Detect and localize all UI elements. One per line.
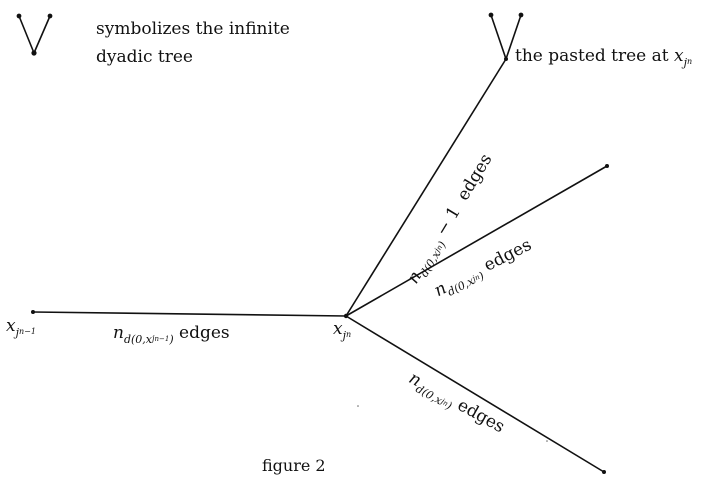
edge-middle [345,165,608,317]
edge-lower [345,315,605,473]
pasted-vertex-symbol: xjn [674,46,693,69]
vertex-middle-end [605,164,609,168]
figure-caption: figure 2 [262,456,326,475]
legend-line-1: symbolizes the infinite [96,19,290,39]
vertex-center-label: xjn [333,319,352,342]
dyadic-tree-symbol [16,13,53,56]
pasted-tree-label: the pasted tree at xjn [515,46,693,69]
speck [357,405,359,407]
speck [546,440,548,442]
vertex-lower-end [602,470,606,474]
edge-horizontal-label: nd(0,xjn−1) edges [113,323,230,346]
legend-line-2: dyadic tree [96,47,193,67]
edge-horizontal [32,311,347,317]
vertex-left [31,310,35,314]
pasted-tree-text: the pasted tree at [515,46,669,66]
vertex-pasted [504,57,508,61]
vertex-center [343,313,349,319]
vertex-left-label: xjn−1 [6,316,36,339]
pasted-tree-symbol [488,12,524,60]
edge-upper [345,58,507,317]
